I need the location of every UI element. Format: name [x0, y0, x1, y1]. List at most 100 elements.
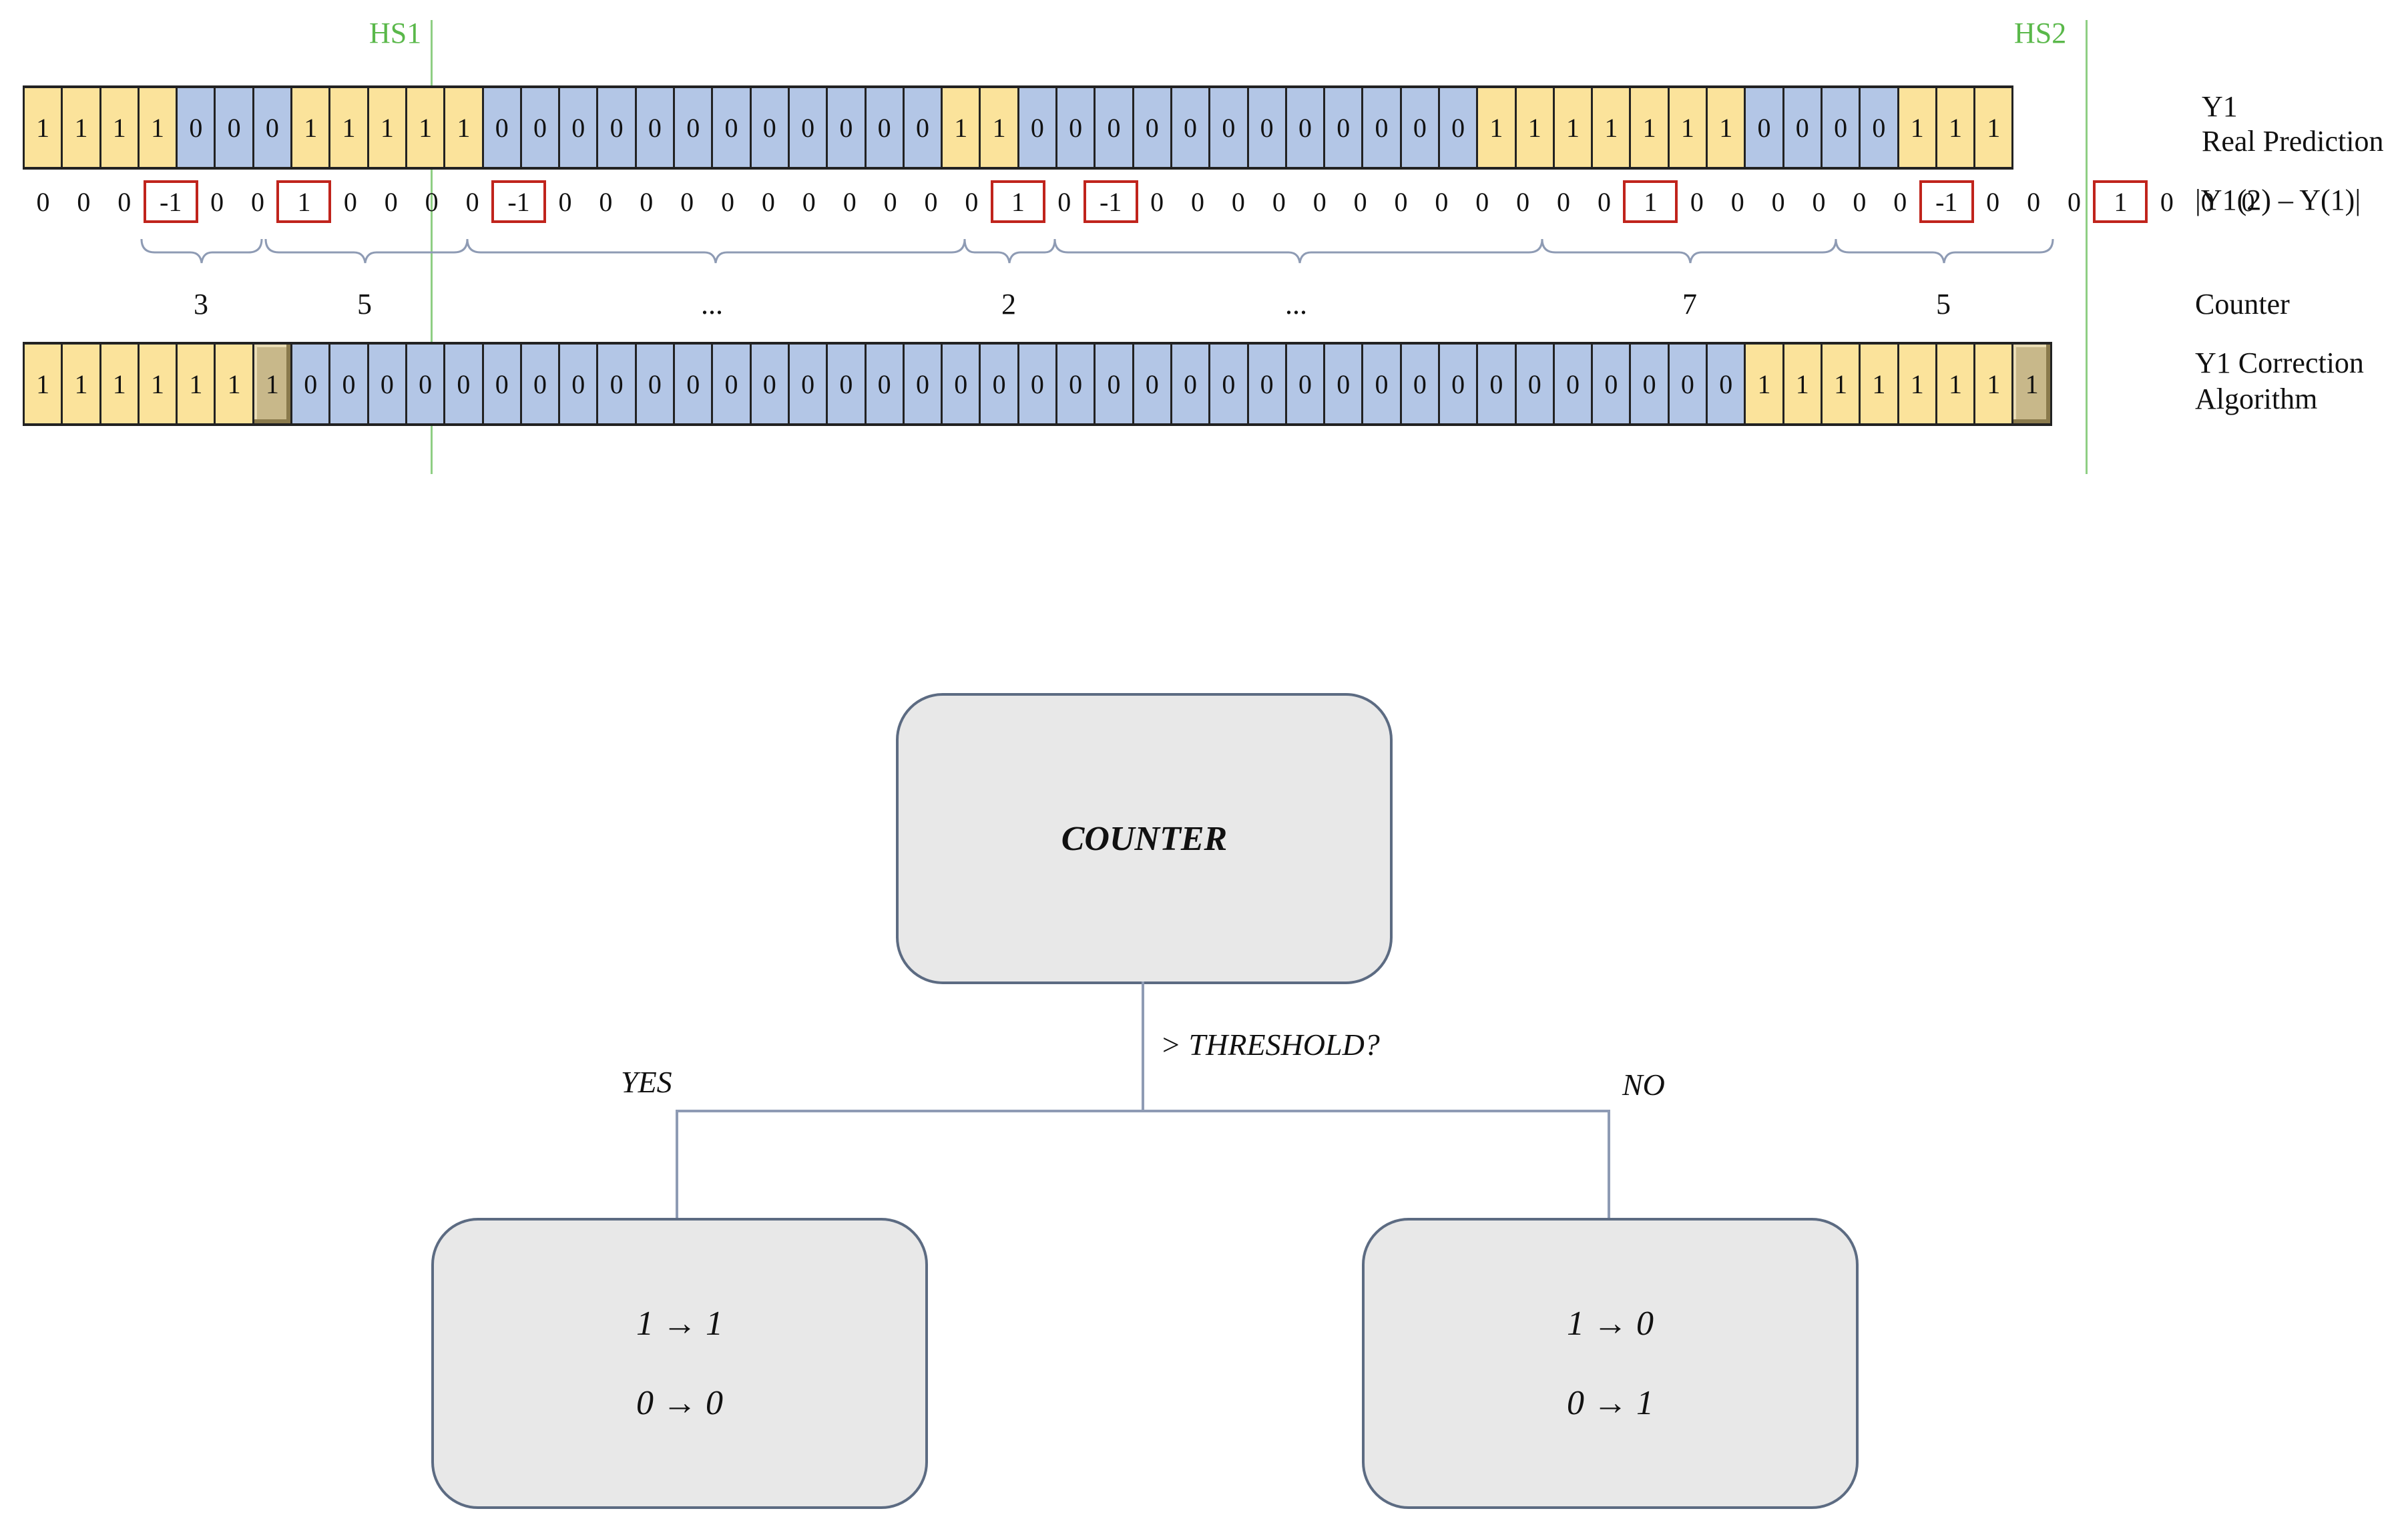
counter-node-label: COUNTER: [1061, 819, 1228, 858]
counter-node: COUNTER: [896, 693, 1393, 984]
y1-correction-cell: 1: [1861, 345, 1899, 423]
y1-correction-cell: 0: [1019, 345, 1058, 423]
y1-correction-cell: 0: [445, 345, 484, 423]
y1-real-cell: 0: [1248, 88, 1287, 167]
y1-real-cell: 1: [1975, 88, 2014, 167]
y1-real-cell: 0: [1822, 88, 1861, 167]
y1-real-cell: 1: [943, 88, 981, 167]
difference-cell: 0: [842, 186, 857, 217]
difference-cell: 0: [640, 186, 654, 217]
difference-cell: 0: [77, 186, 91, 217]
y1-real-cell: 1: [369, 88, 407, 167]
threshold-question: > THRESHOLD?: [1160, 1028, 1380, 1062]
y1-correction-cell: 0: [636, 345, 676, 423]
difference-cell: 0: [761, 186, 775, 217]
y1-real-cell: 0: [560, 88, 599, 167]
y1-real-cell: 0: [1784, 88, 1823, 167]
y1-real-cell: 1: [63, 88, 101, 167]
hs1-line: [431, 20, 433, 474]
real-prediction-label: Real Prediction: [2202, 125, 2384, 158]
y1-real-cell: 0: [789, 88, 828, 167]
y1-real-cell: 0: [1286, 88, 1326, 167]
y1-correction-cell: 0: [675, 345, 714, 423]
y1-real-cell: 1: [1631, 88, 1670, 167]
root-edge: [1142, 981, 1144, 1111]
counter-value-3: ...: [701, 288, 723, 320]
y1-real-cell: 0: [254, 88, 293, 167]
y1-correction-cell: 0: [292, 345, 331, 423]
y1-correction-cell: 1: [178, 345, 216, 423]
y1-correction-cell: 0: [1554, 345, 1594, 423]
difference-cell: 0: [210, 186, 224, 217]
y1-correction-cell: 0: [789, 345, 828, 423]
difference-cell: 0: [1516, 186, 1530, 217]
y1-correction-cell: 0: [1248, 345, 1287, 423]
highlighted-difference: 1: [1623, 180, 1678, 223]
y1-real-cell: 0: [1401, 88, 1440, 167]
y1-correction-cell: 1: [1937, 345, 1976, 423]
y1-real-cell: 0: [751, 88, 790, 167]
difference-cell: 0: [1812, 186, 1826, 217]
y1-correction-cell: 0: [1708, 345, 1746, 423]
difference-cell: 0: [1394, 186, 1408, 217]
y1-real-cell: 0: [675, 88, 714, 167]
difference-cell: 0: [1730, 186, 1744, 217]
y1-label: Y1: [2202, 90, 2238, 123]
y1-real-cell: 1: [1593, 88, 1632, 167]
y1-correction-cell: 1: [2013, 345, 2052, 423]
hs2-label: HS2: [2014, 17, 2067, 49]
y1-correction-cell: 1: [1784, 345, 1823, 423]
no-label: NO: [1622, 1068, 1665, 1102]
y1-correction-cell: 0: [1325, 345, 1364, 423]
y1-correction-cell: 0: [1669, 345, 1708, 423]
difference-cell: 0: [1312, 186, 1327, 217]
y1-correction-cell: 0: [1593, 345, 1632, 423]
branch-edge: [676, 1110, 1610, 1112]
highlighted-difference: -1: [491, 180, 547, 223]
y1-real-cell: 1: [1554, 88, 1594, 167]
y1-correction-cell: 0: [981, 345, 1019, 423]
y1-real-cell: 0: [713, 88, 752, 167]
no-result-node: 1 → 0 0 → 1: [1362, 1218, 1859, 1509]
y1-real-cell: 0: [1439, 88, 1479, 167]
difference-cell: 0: [425, 186, 439, 217]
y1-real-cell: 0: [1134, 88, 1172, 167]
y1-correction-cell: 0: [904, 345, 943, 423]
y1-correction-cell: 0: [1516, 345, 1555, 423]
y1-real-cell: 0: [1861, 88, 1899, 167]
y1-real-cell: 1: [1478, 88, 1517, 167]
counter-value-1: 3: [194, 288, 208, 320]
y1-correction-cell: 1: [139, 345, 178, 423]
y1-correction-cell: 1: [1746, 345, 1784, 423]
y1-real-cell: 0: [178, 88, 216, 167]
y1-real-cell: 1: [407, 88, 446, 167]
highlighted-difference: 1: [276, 180, 332, 223]
difference-cell: 0: [1150, 186, 1164, 217]
y1-correction-cell: 0: [828, 345, 867, 423]
y1-real-cell: 1: [1516, 88, 1555, 167]
difference-cell: 0: [558, 186, 572, 217]
difference-cell: 0: [1771, 186, 1785, 217]
difference-cell: 0: [802, 186, 816, 217]
difference-cell: 0: [1893, 186, 1907, 217]
difference-label: |Y1(2) – Y(1)|: [2195, 184, 2361, 216]
highlighted-difference: -1: [1083, 180, 1138, 223]
difference-cell: 0: [680, 186, 694, 217]
y1-correction-cell: 0: [1478, 345, 1517, 423]
counter-value-5: ...: [1285, 288, 1307, 320]
counter-label: Counter: [2195, 288, 2290, 320]
yes-rule-2: 0 → 0: [636, 1384, 723, 1422]
y1-correction-cell: 0: [713, 345, 752, 423]
y1-real-cell: 0: [598, 88, 637, 167]
y1-correction-cell: 0: [1439, 345, 1479, 423]
y1-real-cell: 0: [1325, 88, 1364, 167]
highlighted-difference: -1: [1919, 180, 1974, 223]
difference-cell: 0: [2027, 186, 2041, 217]
hs1-label: HS1: [369, 17, 422, 49]
no-rule-1: 1 → 0: [1567, 1305, 1654, 1343]
y1-correction-cell: 1: [216, 345, 254, 423]
y1-correction-cell: 0: [1286, 345, 1326, 423]
y1-real-cell: 0: [1746, 88, 1784, 167]
difference-cell: 0: [465, 186, 479, 217]
